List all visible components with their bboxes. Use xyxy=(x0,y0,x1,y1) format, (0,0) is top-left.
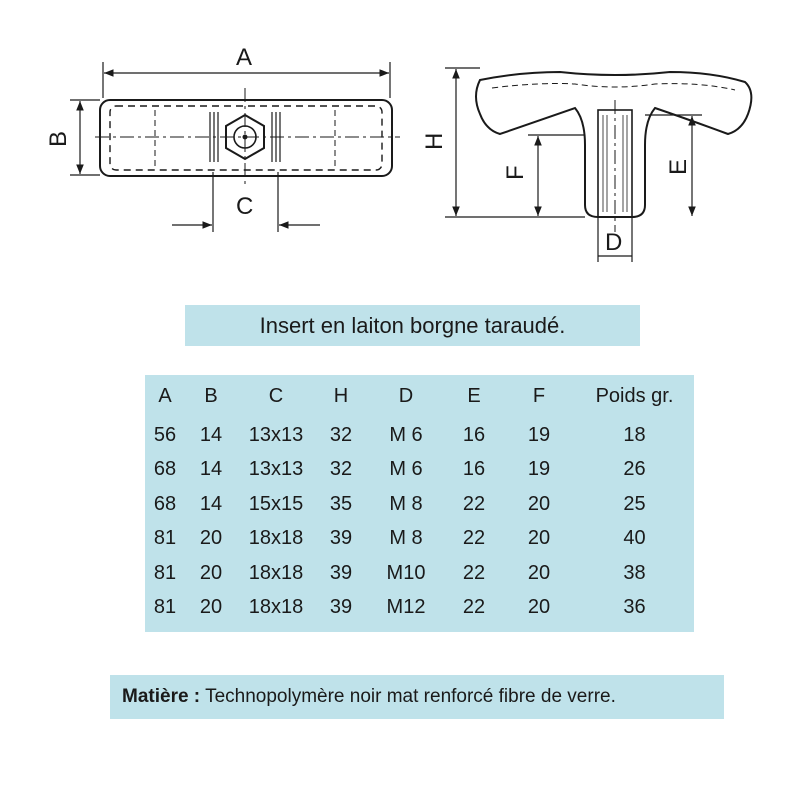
cell: 56 xyxy=(153,423,177,446)
cell: 13x13 xyxy=(248,458,304,481)
cell: 26 xyxy=(623,458,646,481)
dim-label-h: H xyxy=(421,133,448,150)
cell: M 6 xyxy=(389,458,423,481)
cell: 20 xyxy=(527,527,551,550)
cell: 19 xyxy=(527,423,551,446)
cell: 20 xyxy=(527,596,551,619)
cell: 14 xyxy=(199,423,223,446)
cell: 38 xyxy=(623,561,646,584)
dim-label-f: F xyxy=(502,165,529,180)
cell: 32 xyxy=(329,458,353,481)
cell: M 8 xyxy=(389,492,423,515)
cell: 20 xyxy=(199,527,223,550)
insert-caption: Insert en laiton borgne taraudé. xyxy=(185,305,640,346)
dim-label-a: A xyxy=(236,44,252,71)
table-header-row: A B C H D E F Poids gr. xyxy=(145,375,694,418)
column-header-f: F xyxy=(532,385,546,407)
cell: 16 xyxy=(462,423,486,446)
cell: 81 xyxy=(153,596,177,619)
column-header-b: B xyxy=(204,385,218,407)
cell: 40 xyxy=(623,527,646,550)
cell: 39 xyxy=(329,596,353,619)
material-label: Matière : xyxy=(122,686,201,707)
column-header-weight: Poids gr. xyxy=(595,385,674,407)
table-row: 81 20 18x18 39 M 8 22 20 40 xyxy=(145,522,694,557)
cell: 36 xyxy=(623,596,646,619)
cell: 16 xyxy=(462,458,486,481)
side-view xyxy=(445,67,753,262)
cell: 13x13 xyxy=(248,423,304,446)
table-row: 81 20 18x18 39 M10 22 20 38 xyxy=(145,556,694,591)
material-text: Technopolymère noir mat renforcé fibre d… xyxy=(200,686,616,707)
cell: 18x18 xyxy=(248,561,304,584)
table-row: 81 20 18x18 39 M12 22 20 36 xyxy=(145,591,694,626)
dim-label-c: C xyxy=(236,193,253,220)
cell: 39 xyxy=(329,527,353,550)
cell: 81 xyxy=(153,527,177,550)
technical-drawing: A B C H F E D xyxy=(45,44,753,262)
cell: M10 xyxy=(386,561,426,584)
cell: 20 xyxy=(199,561,223,584)
cell: M 6 xyxy=(389,423,423,446)
column-header-a: A xyxy=(158,385,172,407)
cell: 15x15 xyxy=(248,492,304,515)
cell: 14 xyxy=(199,458,223,481)
cell: M 8 xyxy=(389,527,423,550)
cell: 22 xyxy=(462,527,486,550)
column-header-d: D xyxy=(398,385,414,407)
cell: 18x18 xyxy=(248,527,304,550)
cell: 35 xyxy=(329,492,353,515)
cell: 68 xyxy=(153,458,177,481)
dim-label-b: B xyxy=(45,131,72,147)
cell: 20 xyxy=(527,561,551,584)
spec-table: A B C H D E F Poids gr. 56 14 13x13 32 M… xyxy=(145,375,694,632)
cell: 18 xyxy=(623,423,646,446)
dim-label-e: E xyxy=(665,159,692,175)
cell: 22 xyxy=(462,492,486,515)
top-view xyxy=(70,62,400,232)
dim-label-d: D xyxy=(605,229,622,256)
cell: 18x18 xyxy=(248,596,304,619)
table-row: 68 14 15x15 35 M 8 22 20 25 xyxy=(145,487,694,522)
cell: 22 xyxy=(462,596,486,619)
cell: M12 xyxy=(386,596,426,619)
cell: 32 xyxy=(329,423,353,446)
cell: 14 xyxy=(199,492,223,515)
cell: 22 xyxy=(462,561,486,584)
cell: 25 xyxy=(623,492,646,515)
cell: 20 xyxy=(527,492,551,515)
cell: 20 xyxy=(199,596,223,619)
table-row: 56 14 13x13 32 M 6 16 19 18 xyxy=(145,418,694,453)
material-note: Matière : Technopolymère noir mat renfor… xyxy=(110,675,724,719)
column-header-h: H xyxy=(333,385,349,407)
cell: 39 xyxy=(329,561,353,584)
column-header-e: E xyxy=(467,385,481,407)
cell: 81 xyxy=(153,561,177,584)
table-row: 68 14 13x13 32 M 6 16 19 26 xyxy=(145,453,694,488)
cell: 68 xyxy=(153,492,177,515)
cell: 19 xyxy=(527,458,551,481)
column-header-c: C xyxy=(268,385,284,407)
